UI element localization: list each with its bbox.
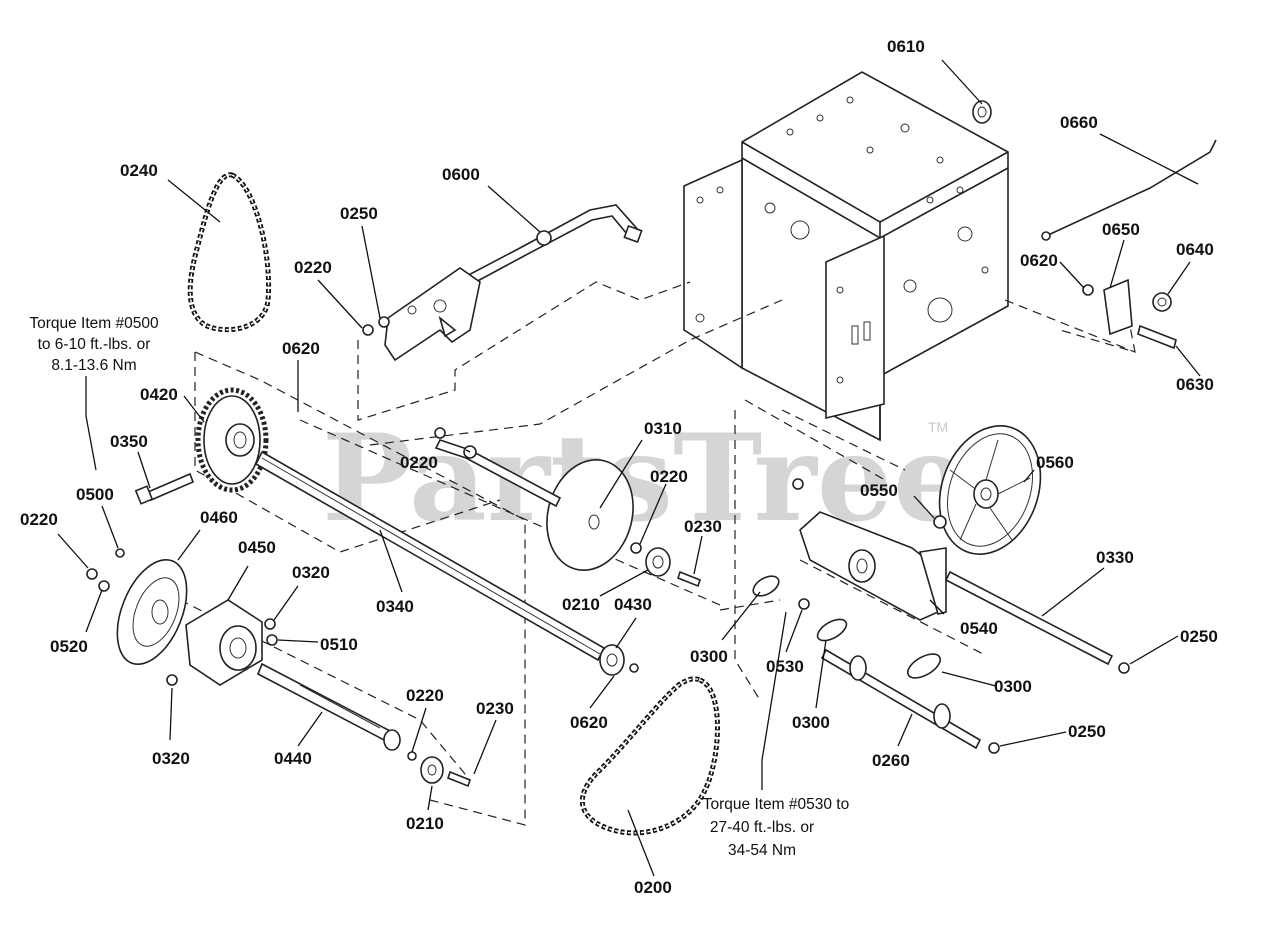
leader-lines (57, 59, 1201, 877)
torque-note-0500-line1: Torque Item #0500 (29, 315, 159, 332)
bearing-0430 (599, 644, 639, 676)
label-0220-left: 0220 (20, 510, 58, 529)
label-0330: 0330 (1096, 548, 1134, 567)
label-0420: 0420 (140, 385, 178, 404)
label-0660: 0660 (1060, 113, 1098, 132)
frame-housing (683, 71, 1009, 442)
label-0530: 0530 (766, 657, 804, 676)
label-0300-left: 0300 (690, 647, 728, 666)
label-0220-mid: 0220 (400, 453, 438, 472)
torque-note-0530-line3: 34-54 Nm (728, 842, 796, 859)
torque-note-0530-line1: Torque Item #0530 to (703, 796, 850, 813)
torque-note-0500-line2: to 6-10 ft.-lbs. or (38, 336, 151, 353)
torque-note-0500: Torque Item #0500 to 6-10 ft.-lbs. or 8.… (29, 315, 159, 374)
nut-0610 (972, 100, 992, 124)
label-0250-bottom: 0250 (1068, 722, 1106, 741)
label-0210-center: 0210 (562, 595, 600, 614)
bracket-0650 (1103, 278, 1177, 350)
axle-0330 (944, 570, 1130, 674)
shaft-0440 (256, 662, 401, 751)
plate-0540 (792, 478, 947, 621)
label-0620-left: 0620 (282, 339, 320, 358)
label-0510: 0510 (320, 635, 358, 654)
part-labels: 0610 0660 0240 0600 0250 0650 0640 0620 … (20, 37, 1218, 897)
chain-0200 (579, 676, 720, 836)
bearing-0210-center (630, 542, 701, 588)
label-0230-center: 0230 (684, 517, 722, 536)
label-0240: 0240 (120, 161, 158, 180)
label-0550: 0550 (860, 481, 898, 500)
label-0500: 0500 (76, 485, 114, 504)
label-0620-right: 0620 (1020, 251, 1058, 270)
shift-bracket (362, 267, 481, 362)
label-0540: 0540 (960, 619, 998, 638)
label-0300-bottom: 0300 (792, 713, 830, 732)
label-0320-top: 0320 (292, 563, 330, 582)
cable-0660 (1041, 139, 1217, 241)
label-0450: 0450 (238, 538, 276, 557)
label-0250-right: 0250 (1180, 627, 1218, 646)
hex-shaft-0340 (254, 450, 606, 662)
chain-0240 (187, 172, 272, 333)
label-0600: 0600 (442, 165, 480, 184)
label-0460: 0460 (200, 508, 238, 527)
friction-disc-0310 (434, 427, 634, 571)
label-0220-center: 0220 (650, 467, 688, 486)
bearing-0210-bottom (407, 751, 471, 788)
label-0520: 0520 (50, 637, 88, 656)
label-0640: 0640 (1176, 240, 1214, 259)
label-0620-bottom: 0620 (570, 713, 608, 732)
bolt-0350 (134, 472, 195, 505)
hub-0450 (166, 599, 278, 686)
label-0320-bottom: 0320 (152, 749, 190, 768)
drive-disc-0460 (86, 548, 188, 666)
label-0230-bottom: 0230 (476, 699, 514, 718)
sprocket-0420 (195, 387, 269, 493)
label-0560: 0560 (1036, 453, 1074, 472)
label-0200: 0200 (634, 878, 672, 897)
torque-note-0530: Torque Item #0530 to 27-40 ft.-lbs. or 3… (703, 796, 850, 859)
label-0610: 0610 (887, 37, 925, 56)
label-0260: 0260 (872, 751, 910, 770)
label-0220-bottom: 0220 (406, 686, 444, 705)
label-0210-bottom: 0210 (406, 814, 444, 833)
label-0340: 0340 (376, 597, 414, 616)
torque-note-0500-line3: 8.1-13.6 Nm (51, 357, 136, 374)
label-0300-right: 0300 (994, 677, 1032, 696)
label-0310: 0310 (644, 419, 682, 438)
label-0440: 0440 (274, 749, 312, 768)
label-0630: 0630 (1176, 375, 1214, 394)
shift-rod-0600 (439, 204, 643, 299)
watermark-trademark: TM (928, 419, 948, 435)
watermark: PartsTree (322, 408, 969, 549)
torque-note-0530-line2: 27-40 ft.-lbs. or (710, 819, 814, 836)
label-0350: 0350 (110, 432, 148, 451)
label-0650: 0650 (1102, 220, 1140, 239)
springs-0300 (752, 284, 1094, 679)
label-0220-top: 0220 (294, 258, 332, 277)
label-0430: 0430 (614, 595, 652, 614)
label-0250-top: 0250 (340, 204, 378, 223)
